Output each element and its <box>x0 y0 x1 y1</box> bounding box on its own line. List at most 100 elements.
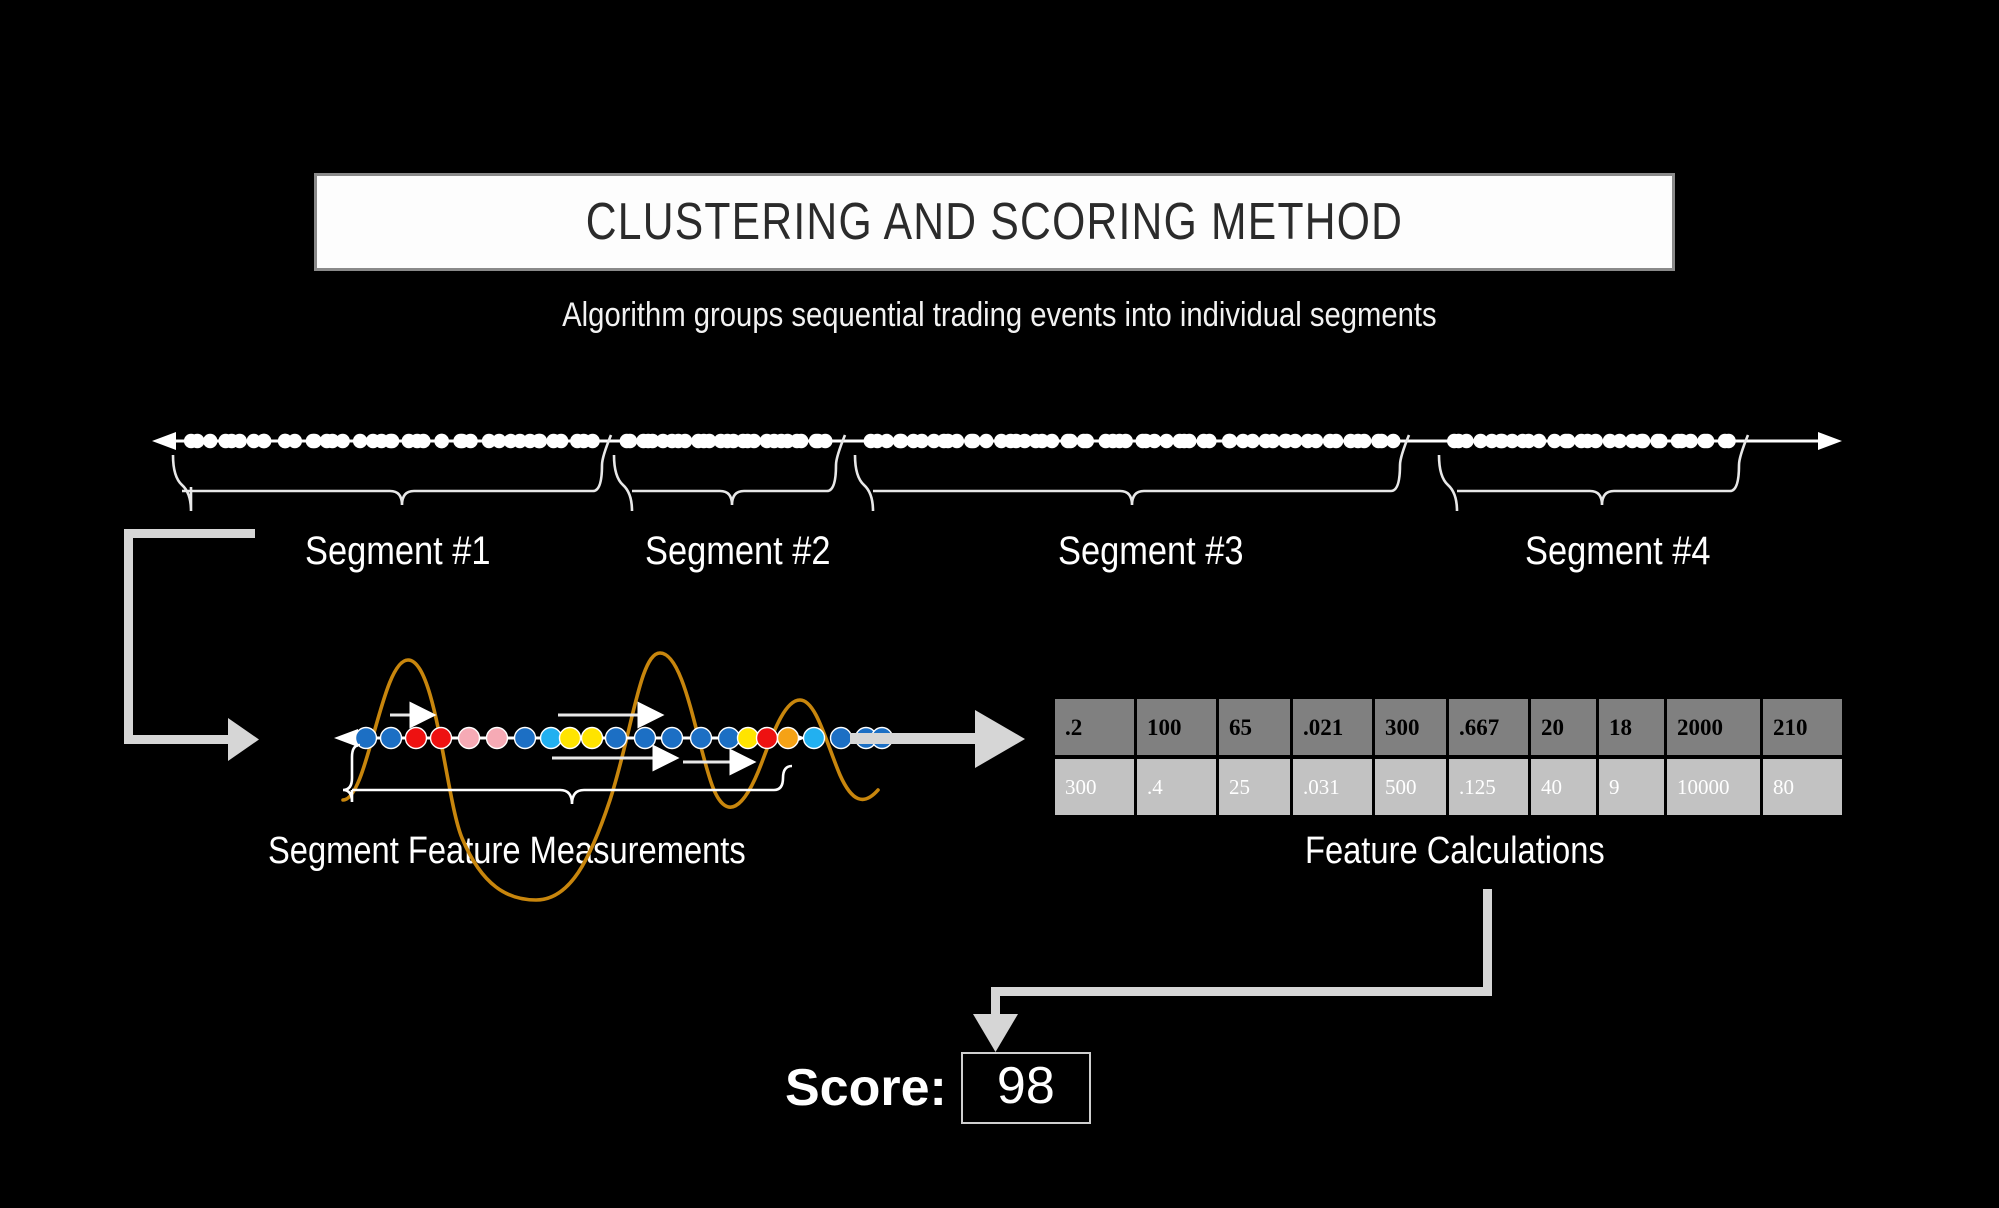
timeline-dot <box>1265 433 1281 449</box>
timeline-dot <box>190 433 205 449</box>
table-cell-value: 9 <box>1609 775 1620 799</box>
timeline-dot <box>1182 433 1197 449</box>
timeline-dot <box>1017 433 1032 449</box>
segment-label-3-text: Segment #3 <box>1058 529 1244 573</box>
measurement-arrows <box>390 701 757 776</box>
timeline-dot <box>691 433 706 449</box>
timeline-dot <box>1138 433 1154 449</box>
timeline-dot <box>1547 433 1562 449</box>
timeline-dot <box>949 433 965 449</box>
timeline-dot <box>1076 433 1091 449</box>
timeline-dot <box>410 433 425 449</box>
timeline-dot <box>1300 433 1316 449</box>
feature-dot-blue <box>379 726 403 750</box>
feature-dot-blue <box>829 726 853 750</box>
timeline-dot <box>1670 433 1686 449</box>
table-cell <box>1293 759 1372 815</box>
timeline-dot <box>966 433 981 449</box>
table-cell-value: .125 <box>1459 775 1496 799</box>
timeline-dot <box>1112 433 1127 449</box>
timeline-dot <box>671 433 686 449</box>
arrow-right-icon <box>850 710 1025 768</box>
timeline-dot <box>257 433 272 449</box>
feature-dot-lightblue <box>539 726 563 750</box>
feature-calculations-caption: Feature Calculations <box>1305 830 1654 873</box>
score-box: 98 <box>960 1052 1091 1124</box>
timeline-dot <box>532 433 548 449</box>
segment-label-4-text: Segment #4 <box>1525 529 1711 573</box>
timeline-dot <box>1322 433 1338 449</box>
timeline-dot <box>702 433 717 449</box>
segment-bracket-1 <box>171 434 613 512</box>
table-cell <box>1599 699 1664 755</box>
timeline-dot <box>726 433 741 449</box>
timeline-dot <box>453 433 468 449</box>
timeline-dot <box>664 433 680 449</box>
timeline-dot <box>655 433 671 449</box>
table-cell <box>1219 699 1290 755</box>
timeline-dot <box>384 433 400 449</box>
table-cell <box>1293 699 1372 755</box>
feature-dot-blue <box>604 726 628 750</box>
timeline-dot <box>1561 433 1576 449</box>
timeline-dot <box>1222 433 1238 449</box>
timeline-dot <box>766 433 782 449</box>
feature-dot-blue <box>513 726 537 750</box>
timeline-dot <box>940 433 956 449</box>
timeline-dot <box>1371 433 1386 449</box>
table-cell-value: 300 <box>1385 715 1420 740</box>
timeline-dot <box>774 433 789 449</box>
timeline-dot <box>401 433 416 449</box>
timeline-dot <box>906 433 921 449</box>
timeline-dot <box>416 433 431 449</box>
timeline-dot <box>512 433 528 449</box>
timeline-event-dots <box>183 433 1736 449</box>
timeline-right-arrowhead <box>1818 432 1842 450</box>
timeline-dot <box>894 433 909 449</box>
segment-label-4: Segment #4 <box>1525 529 1741 574</box>
timeline-dot <box>1521 433 1536 449</box>
timeline-dot <box>1279 433 1294 449</box>
timeline-dot <box>740 433 755 449</box>
timeline-dot <box>1580 433 1595 449</box>
timeline-dot <box>224 433 239 449</box>
timeline-dot <box>232 433 247 449</box>
timeline-dot <box>892 433 908 449</box>
feature-dot-pink <box>485 726 509 750</box>
timeline-left-arrowhead <box>152 432 176 450</box>
timeline-dot <box>926 433 942 449</box>
timeline-dot <box>735 433 751 449</box>
timeline-dot <box>1135 433 1150 449</box>
timeline-dot <box>641 433 656 449</box>
timeline-dot <box>818 433 833 449</box>
timeline-dot <box>780 433 795 449</box>
table-cell-value: 500 <box>1385 775 1417 799</box>
feature-measurements-caption: Segment Feature Measurements <box>268 830 824 873</box>
timeline-dot <box>645 433 660 449</box>
timeline-dot <box>622 433 638 449</box>
timeline-dot <box>696 433 711 449</box>
table-cell-value: .2 <box>1065 715 1082 740</box>
table-cell <box>1219 759 1290 815</box>
timeline-dot <box>1288 433 1303 449</box>
score-row: Score: 98 <box>785 1052 1091 1124</box>
timeline-dot <box>677 433 693 449</box>
timeline-dot <box>1493 433 1509 449</box>
timeline-dot <box>1635 433 1651 449</box>
feature-dot-red <box>429 726 453 750</box>
timeline-dot <box>492 433 507 449</box>
timeline-dot <box>307 433 322 449</box>
feature-dot-blue <box>854 726 878 750</box>
feature-dot-pink <box>457 726 481 750</box>
timeline-dot <box>287 433 302 449</box>
timeline-dot <box>1505 433 1520 449</box>
timeline-dot <box>1196 433 1211 449</box>
segment-label-2-text: Segment #2 <box>645 529 831 573</box>
timeline-dot <box>352 433 368 449</box>
timeline-dot <box>305 433 321 449</box>
segment-brackets <box>171 434 1750 512</box>
timeline-dot <box>720 433 735 449</box>
subtitle-text: Algorithm groups sequential trading even… <box>562 296 1437 334</box>
